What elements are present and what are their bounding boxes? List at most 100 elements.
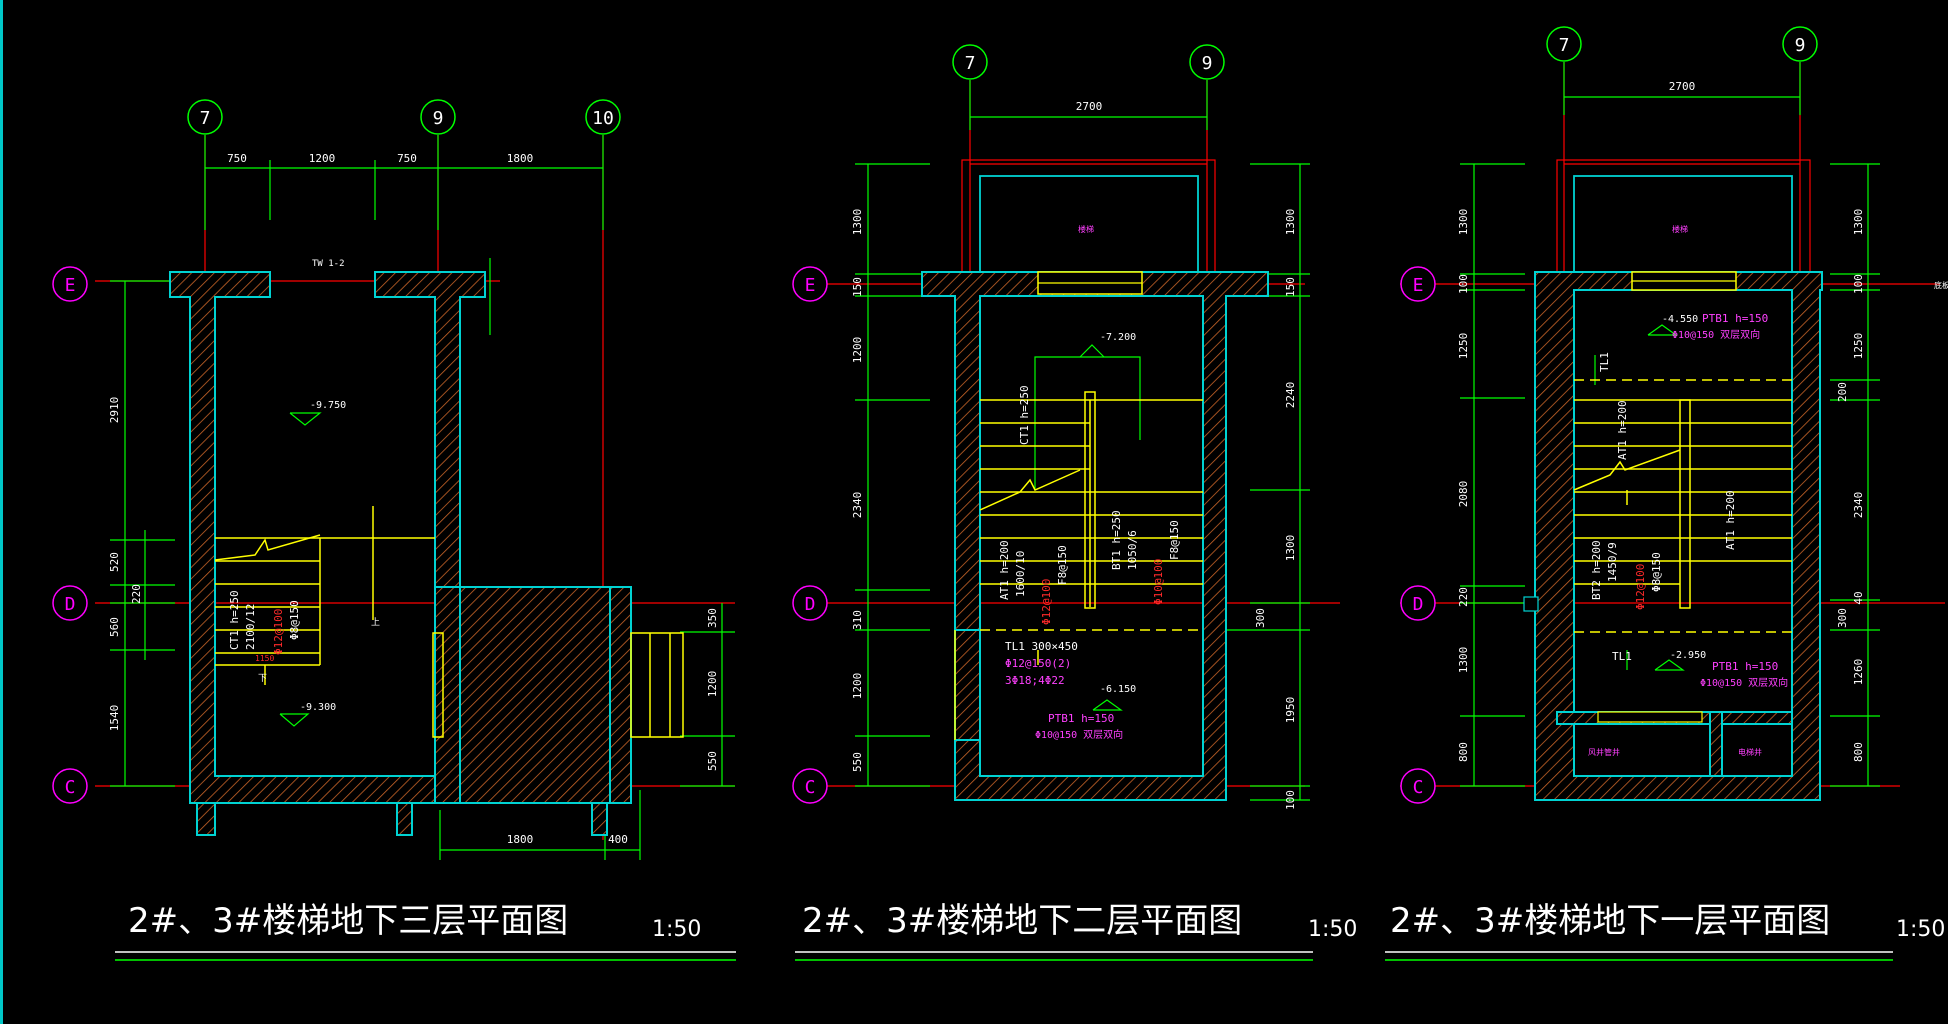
dim-text: 1150 (255, 654, 274, 663)
dim-text: 1800 (507, 833, 534, 846)
dim-text: 2080 (1457, 481, 1470, 508)
grid-bubble-E (1400, 266, 1436, 302)
grid-bubbles (792, 44, 1225, 804)
dim-text: 560 (108, 617, 121, 637)
drawing-scale: 1:50 (1896, 917, 1945, 942)
dimension-lines (1460, 62, 1880, 787)
dim-text: 40 (1852, 591, 1865, 604)
dim-text: 2340 (1852, 492, 1865, 519)
slab-note: PTB1 h=150 (1048, 712, 1114, 725)
dim-text: 100 (1284, 790, 1297, 810)
dim-text: 1200 (309, 152, 336, 165)
stair-lines (954, 391, 1203, 740)
grid-label: C (805, 777, 816, 798)
room-label: 楼梯 (1672, 224, 1688, 234)
grid-bubble-9 (1782, 26, 1818, 62)
stair-note: 2100/12 (244, 604, 257, 650)
rebar-note: F8@150 (1056, 545, 1069, 585)
stair-note: AT1 h=200 (1724, 490, 1737, 550)
slab-note: Φ10@150 双层双向 (1672, 328, 1760, 341)
grid-bubble-9 (420, 99, 456, 135)
dim-text: 1300 (851, 209, 864, 236)
dim-text: 1300 (1284, 209, 1297, 236)
dim-text: 350 (706, 608, 719, 628)
grid-bubble-10 (585, 99, 621, 135)
grid-label: 9 (1202, 53, 1213, 74)
grid-label: E (805, 275, 816, 296)
rebar-note: Φ8@150 (1650, 552, 1663, 592)
stair-note: 1050/6 (1126, 530, 1139, 570)
dim-text: 1800 (507, 152, 534, 165)
level-markers (279, 412, 322, 727)
drawing-scale: 1:50 (1308, 917, 1357, 942)
grid-label: C (1413, 777, 1424, 798)
level-text: -4.550 (1662, 314, 1698, 325)
grid-bubble-C (792, 768, 828, 804)
dim-text: 400 (608, 833, 628, 846)
dim-text: 1300 (1457, 647, 1470, 674)
dim-text: 550 (851, 752, 864, 772)
dim-text: 220 (130, 584, 143, 604)
dim-text: 550 (706, 751, 719, 771)
stair-note: BT1 h=250 (1110, 510, 1123, 570)
room-label: 风井管井 (1588, 747, 1620, 757)
slab-note: Φ10@150 双层双向 (1035, 728, 1123, 741)
grid-bubbles (1400, 26, 1818, 804)
dim-text: 520 (108, 552, 121, 572)
opening-beam (1597, 711, 1703, 723)
stair-note: AT1 h=200 (998, 540, 1011, 600)
dim-text: 150 (851, 277, 864, 297)
slab-note: Φ10@150 双层双向 (1700, 676, 1788, 689)
grid-label: 9 (433, 108, 444, 129)
dim-text: 1250 (1852, 333, 1865, 360)
dim-text: 100 (1457, 274, 1470, 294)
grid-label: 7 (200, 108, 211, 129)
dim-text: 1200 (851, 673, 864, 700)
dim-text: 1250 (1457, 333, 1470, 360)
grid-label: 7 (1559, 35, 1570, 56)
room-label: 电梯井 (1738, 747, 1762, 757)
stair-note: CT1 h=250 (1018, 385, 1031, 445)
dim-text: 1950 (1284, 697, 1297, 724)
stair-note: AT1 h=200 (1616, 400, 1629, 460)
dim-text: 1200 (851, 337, 864, 364)
drawing-title: 2#、3#楼梯地下二层平面图 (802, 901, 1242, 941)
slab-note: PTB1 h=150 (1712, 660, 1778, 673)
beam-note: TL1 (1612, 650, 1632, 663)
dim-text: 1300 (1457, 209, 1470, 236)
stair-direction: 下 (258, 674, 267, 684)
dim-text: 150 (1284, 277, 1297, 297)
dim-text: 1300 (1852, 209, 1865, 236)
grid-label: D (65, 594, 76, 615)
grid-bubble-7 (187, 99, 223, 135)
level-text: -9.300 (300, 702, 336, 713)
rebar-note: Φ8@150 (288, 600, 301, 640)
rebar-note: Φ10@100 (1152, 559, 1165, 605)
grid-bubble-9 (1189, 44, 1225, 80)
dim-text: 100 (1852, 274, 1865, 294)
grid-label: E (1413, 275, 1424, 296)
dim-text: 1200 (706, 671, 719, 698)
drawing-title: 2#、3#楼梯地下三层平面图 (128, 901, 568, 941)
edge-note: 底板 (1934, 280, 1948, 290)
beam-note: TL1 300×450 (1005, 640, 1078, 653)
drawing-title: 2#、3#楼梯地下一层平面图 (1390, 901, 1830, 941)
dim-text: 2910 (108, 397, 121, 424)
grid-label: D (1413, 594, 1424, 615)
grid-bubbles (52, 99, 621, 804)
grid-bubble-7 (952, 44, 988, 80)
stair-lines (1573, 379, 1792, 633)
dimension-lines (110, 135, 735, 860)
dimension-lines (855, 80, 1310, 801)
dim-text: 310 (851, 610, 864, 630)
walls (169, 271, 632, 836)
slab-note: PTB1 h=150 (1702, 312, 1768, 325)
grid-bubble-D (52, 585, 88, 621)
grid-bubble-C (52, 768, 88, 804)
grid-label: 10 (592, 108, 614, 129)
beam-note: TL1 (1598, 352, 1611, 372)
dim-text: 1260 (1852, 659, 1865, 686)
level-text: -7.200 (1100, 332, 1136, 343)
small-note: TW 1-2 (312, 259, 345, 269)
